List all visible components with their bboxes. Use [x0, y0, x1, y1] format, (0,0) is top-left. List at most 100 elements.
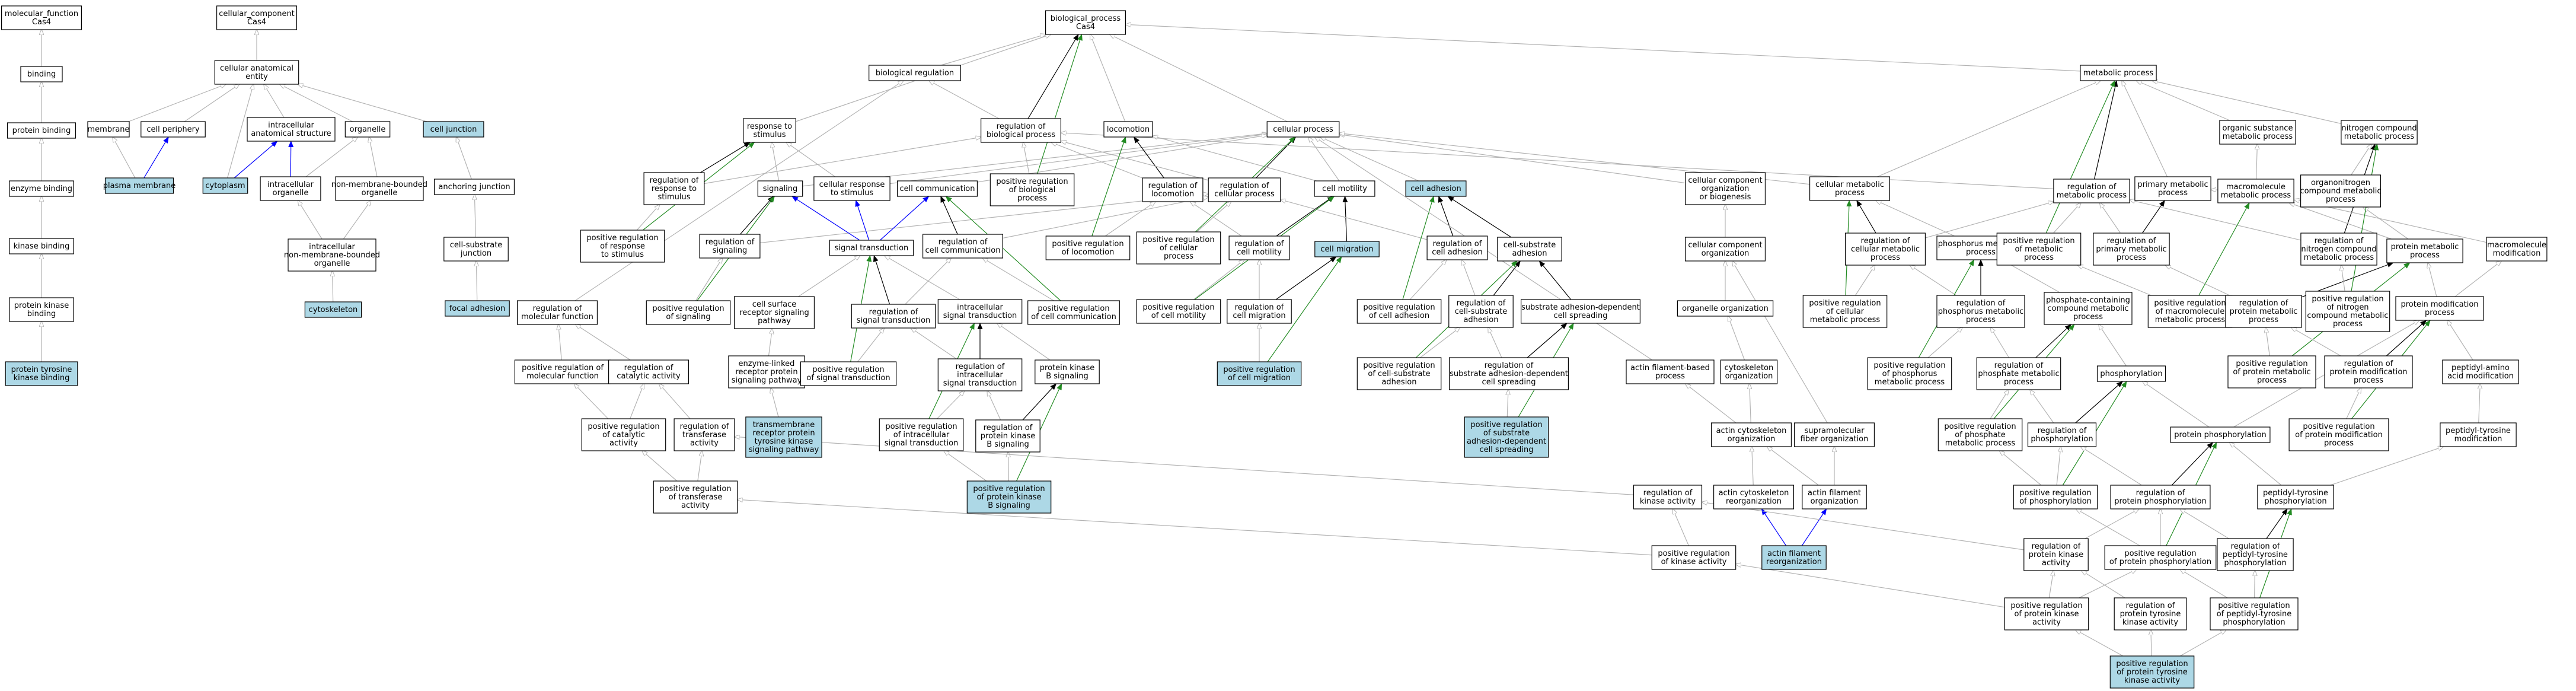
go-term-cell-communication[interactable]: cell communication — [896, 180, 978, 197]
go-term-binding[interactable]: binding — [20, 66, 63, 82]
go-term-kinase-binding[interactable]: kinase binding — [9, 238, 74, 254]
go-term-reg-peptidyl-tyrosine-phosphorylation[interactable]: regulation ofpeptidyl-tyrosinephosphoryl… — [2217, 538, 2294, 571]
go-term-cell-periphery[interactable]: cell periphery — [141, 121, 206, 138]
go-term-organelle-organization[interactable]: organelle organization — [1677, 300, 1774, 317]
go-term-plasma-membrane[interactable]: plasma membrane — [103, 177, 176, 194]
go-term-membrane[interactable]: membrane — [87, 121, 130, 138]
go-term-focal-adhesion[interactable]: focal adhesion — [445, 300, 510, 317]
go-term-phosphorylation[interactable]: phosphorylation — [2096, 365, 2166, 382]
go-term-cellular-process[interactable]: cellular process — [1266, 121, 1340, 138]
go-term-cell-migration[interactable]: cell migration — [1314, 241, 1380, 257]
go-term-enzyme-binding[interactable]: enzyme binding — [9, 180, 74, 197]
go-term-cytoplasm[interactable]: cytoplasm — [202, 177, 248, 194]
go-term-cytoskeleton[interactable]: cytoskeleton — [304, 301, 362, 318]
go-term-metabolic-process[interactable]: metabolic process — [2080, 65, 2157, 81]
go-term-signaling[interactable]: signaling — [757, 180, 803, 197]
go-term-biological-regulation[interactable]: biological regulation — [869, 65, 961, 81]
go-term-locomotion[interactable]: locomotion — [1103, 121, 1153, 138]
go-term-cell-motility[interactable]: cell motility — [1314, 180, 1375, 197]
go-term-cell-junction[interactable]: cell junction — [423, 121, 484, 138]
go-term-protein-binding[interactable]: protein binding — [7, 122, 76, 139]
